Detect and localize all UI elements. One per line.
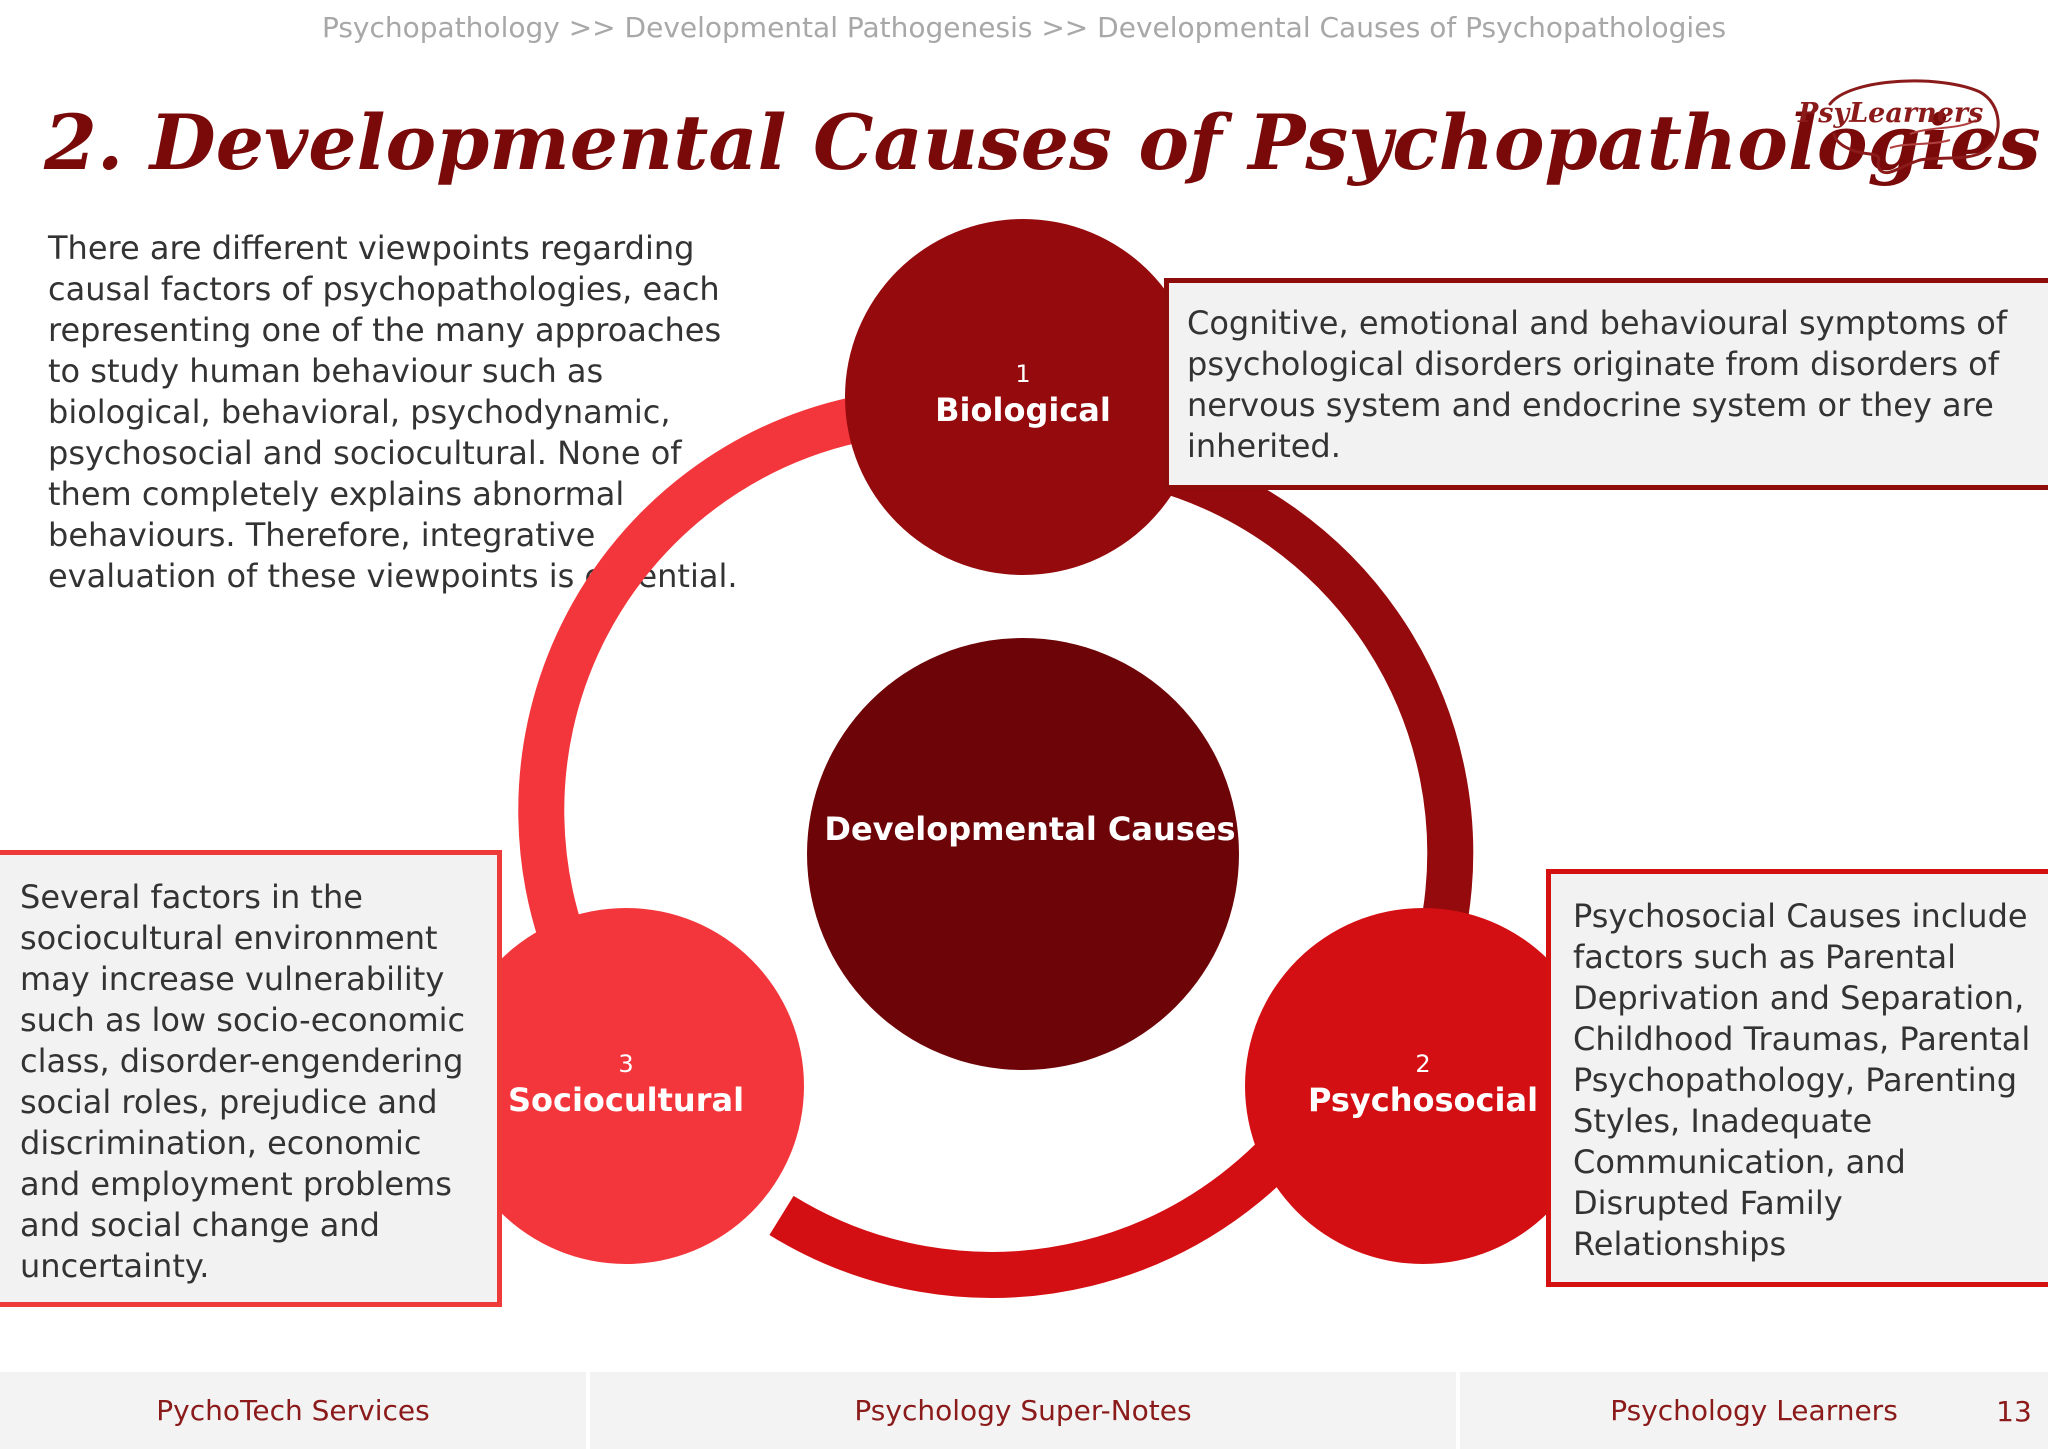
ring-arc-biological-psychosocial — [1148, 444, 1474, 919]
node-circle-biological[interactable] — [845, 219, 1201, 575]
page-title: 2. Developmental Causes of Psychopatholo… — [44, 98, 2041, 187]
node-circle-psychosocial[interactable] — [1245, 908, 1601, 1264]
center-circle — [807, 638, 1239, 1070]
node-number: 2 — [1415, 1050, 1431, 1078]
footer-link-psychology-super-notes[interactable]: Psychology Super-Notes — [590, 1372, 1456, 1449]
psylearners-logo: PsyLearners — [1790, 74, 2000, 178]
brain-outline-icon — [1828, 79, 2000, 175]
ring-arc-sociocultural-biological — [518, 397, 860, 992]
footer: PychoTech Services Psychology Super-Note… — [0, 1372, 2048, 1449]
node-number: 1 — [1015, 360, 1031, 388]
node-label-sociocultural: 3 Sociocultural — [486, 1048, 766, 1124]
breadcrumb: Psychopathology >> Developmental Pathoge… — [321, 11, 1727, 44]
page-number: 13 — [1996, 1395, 2032, 1428]
node-name: Biological — [935, 391, 1111, 429]
node-label-biological: 1 Biological — [883, 358, 1163, 434]
node-name: Psychosocial — [1307, 1081, 1539, 1119]
node-name: Sociocultural — [507, 1081, 745, 1119]
callout-psychosocial: Psychosocial Causes include factors such… — [1546, 869, 2048, 1287]
node-circle-sociocultural[interactable] — [448, 908, 804, 1264]
footer-link-psychology-learners[interactable]: Psychology Learners — [1460, 1372, 2048, 1449]
footer-link-pychotech-services[interactable]: PychoTech Services — [0, 1372, 586, 1449]
callout-sociocultural: Several factors in the sociocultural env… — [0, 850, 502, 1307]
node-number: 3 — [618, 1050, 634, 1078]
center-label: Developmental Causes — [824, 810, 1236, 848]
logo-text: PsyLearners — [1798, 98, 1984, 129]
callout-biological: Cognitive, emotional and behavioural sym… — [1164, 278, 2048, 490]
node-label-psychosocial: 2 Psychosocial — [1283, 1048, 1563, 1124]
